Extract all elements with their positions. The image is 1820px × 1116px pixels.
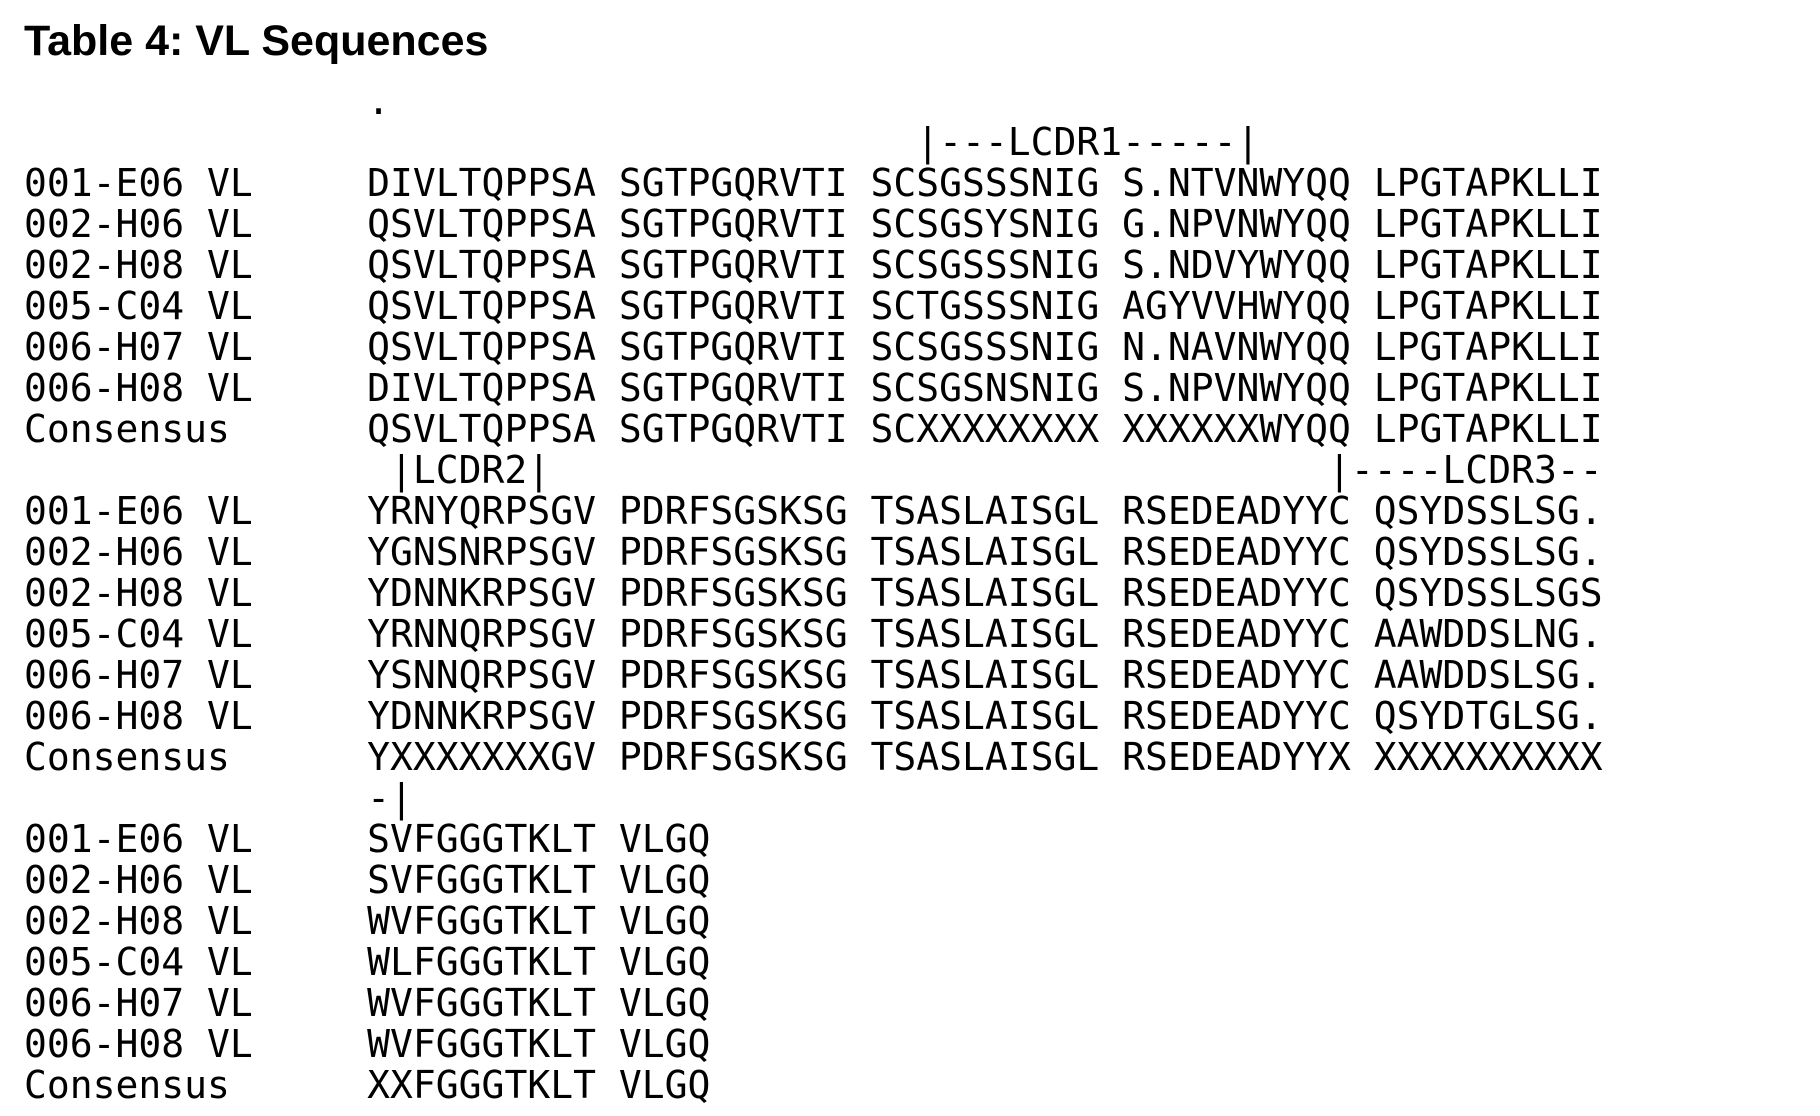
row-label: 005-C04 VL (24, 612, 368, 657)
row-sequence: XXFGGGTKLT VLGQ (367, 1063, 711, 1108)
row-label: 002-H08 VL (24, 243, 368, 288)
row-label: 001-E06 VL (24, 817, 368, 862)
alignment-block-2: |LCDR2| |----LCDR3--001-E06 VL YRNYQRPSG… (24, 450, 1820, 778)
sequence-row: 006-H07 VL YSNNQRPSGV PDRFSGSKSG TSASLAI… (24, 655, 1820, 696)
row-label: 001-E06 VL (24, 161, 368, 206)
row-label: 002-H06 VL (24, 858, 368, 903)
row-label: 005-C04 VL (24, 284, 368, 329)
sequence-row: 005-C04 VL WLFGGGTKLT VLGQ (24, 942, 1820, 983)
row-sequence: WVFGGGTKLT VLGQ (367, 1022, 711, 1067)
sequence-row: 006-H07 VL WVFGGGTKLT VLGQ (24, 983, 1820, 1024)
row-sequence: QSVLTQPPSA SGTPGQRVTI SCSGSSSNIG N.NAVNW… (367, 325, 1603, 370)
sequence-row: 001-E06 VL DIVLTQPPSA SGTPGQRVTI SCSGSSS… (24, 163, 1820, 204)
row-sequence: WVFGGGTKLT VLGQ (367, 899, 711, 944)
cdr-marker-line: -| (24, 776, 413, 821)
sequence-row: 001-E06 VL SVFGGGTKLT VLGQ (24, 819, 1820, 860)
row-label: 002-H06 VL (24, 530, 368, 575)
consensus-row: Consensus YXXXXXXXGV PDRFSGSKSG TSASLAIS… (24, 737, 1820, 778)
sequence-row: 002-H06 VL SVFGGGTKLT VLGQ (24, 860, 1820, 901)
alignment-block-1: . |---LCDR1-----|001-E06 VL DIVLTQPPSA S… (24, 81, 1820, 450)
table-title: Table 4: VL Sequences (24, 17, 489, 65)
sequence-row: 006-H07 VL QSVLTQPPSA SGTPGQRVTI SCSGSSS… (24, 327, 1820, 368)
sequence-row: 002-H08 VL YDNNKRPSGV PDRFSGSKSG TSASLAI… (24, 573, 1820, 614)
sequence-row: 005-C04 VL YRNNQRPSGV PDRFSGSKSG TSASLAI… (24, 614, 1820, 655)
cdr-marker-line: |---LCDR1-----| (24, 120, 1260, 165)
row-sequence: YGNSNRPSGV PDRFSGSKSG TSASLAISGL RSEDEAD… (367, 530, 1603, 575)
row-label: Consensus (24, 1063, 368, 1108)
consensus-row: Consensus QSVLTQPPSA SGTPGQRVTI SCXXXXXX… (24, 409, 1820, 450)
stray-dot-line: . (24, 79, 391, 124)
row-sequence: DIVLTQPPSA SGTPGQRVTI SCSGSSSNIG S.NTVNW… (367, 161, 1603, 206)
row-label: 006-H08 VL (24, 366, 368, 411)
row-sequence: QSVLTQPPSA SGTPGQRVTI SCSGSYSNIG G.NPVNW… (367, 202, 1603, 247)
row-sequence: YDNNKRPSGV PDRFSGSKSG TSASLAISGL RSEDEAD… (367, 694, 1603, 739)
row-label: 002-H08 VL (24, 571, 368, 616)
row-sequence: WVFGGGTKLT VLGQ (367, 981, 711, 1026)
row-sequence: YSNNQRPSGV PDRFSGSKSG TSASLAISGL RSEDEAD… (367, 653, 1603, 698)
cdr-marker-line: |LCDR2| |----LCDR3-- (24, 448, 1603, 493)
row-label: 006-H07 VL (24, 653, 368, 698)
row-sequence: QSVLTQPPSA SGTPGQRVTI SCXXXXXXXX XXXXXXW… (367, 407, 1603, 452)
row-sequence: SVFGGGTKLT VLGQ (367, 817, 711, 862)
row-sequence: YRNNQRPSGV PDRFSGSKSG TSASLAISGL RSEDEAD… (367, 612, 1603, 657)
row-label: 001-E06 VL (24, 489, 368, 534)
consensus-row: Consensus XXFGGGTKLT VLGQ (24, 1065, 1820, 1106)
row-label: 006-H07 VL (24, 325, 368, 370)
sequence-row: 006-H08 VL WVFGGGTKLT VLGQ (24, 1024, 1820, 1065)
row-label: 002-H08 VL (24, 899, 368, 944)
sequence-row: 002-H08 VL WVFGGGTKLT VLGQ (24, 901, 1820, 942)
row-label: Consensus (24, 735, 368, 780)
row-sequence: YXXXXXXXGV PDRFSGSKSG TSASLAISGL RSEDEAD… (367, 735, 1603, 780)
sequence-row: 006-H08 VL DIVLTQPPSA SGTPGQRVTI SCSGSNS… (24, 368, 1820, 409)
alignment: . |---LCDR1-----|001-E06 VL DIVLTQPPSA S… (24, 81, 1820, 1106)
sequence-row: 002-H08 VL QSVLTQPPSA SGTPGQRVTI SCSGSSS… (24, 245, 1820, 286)
row-label: 006-H08 VL (24, 1022, 368, 1067)
sequence-row: 006-H08 VL YDNNKRPSGV PDRFSGSKSG TSASLAI… (24, 696, 1820, 737)
row-sequence: QSVLTQPPSA SGTPGQRVTI SCTGSSSNIG AGYVVHW… (367, 284, 1603, 329)
sequence-row: 001-E06 VL YRNYQRPSGV PDRFSGSKSG TSASLAI… (24, 491, 1820, 532)
row-label: 006-H08 VL (24, 694, 368, 739)
row-label: 006-H07 VL (24, 981, 368, 1026)
sequence-row: 002-H06 VL YGNSNRPSGV PDRFSGSKSG TSASLAI… (24, 532, 1820, 573)
row-label: 005-C04 VL (24, 940, 368, 985)
row-sequence: WLFGGGTKLT VLGQ (367, 940, 711, 985)
row-label: 002-H06 VL (24, 202, 368, 247)
row-sequence: DIVLTQPPSA SGTPGQRVTI SCSGSNSNIG S.NPVNW… (367, 366, 1603, 411)
sequence-row: 002-H06 VL QSVLTQPPSA SGTPGQRVTI SCSGSYS… (24, 204, 1820, 245)
row-sequence: SVFGGGTKLT VLGQ (367, 858, 711, 903)
sequence-row: 005-C04 VL QSVLTQPPSA SGTPGQRVTI SCTGSSS… (24, 286, 1820, 327)
row-sequence: YRNYQRPSGV PDRFSGSKSG TSASLAISGL RSEDEAD… (367, 489, 1603, 534)
row-sequence: YDNNKRPSGV PDRFSGSKSG TSASLAISGL RSEDEAD… (367, 571, 1603, 616)
row-label: Consensus (24, 407, 368, 452)
row-sequence: QSVLTQPPSA SGTPGQRVTI SCSGSSSNIG S.NDVYW… (367, 243, 1603, 288)
